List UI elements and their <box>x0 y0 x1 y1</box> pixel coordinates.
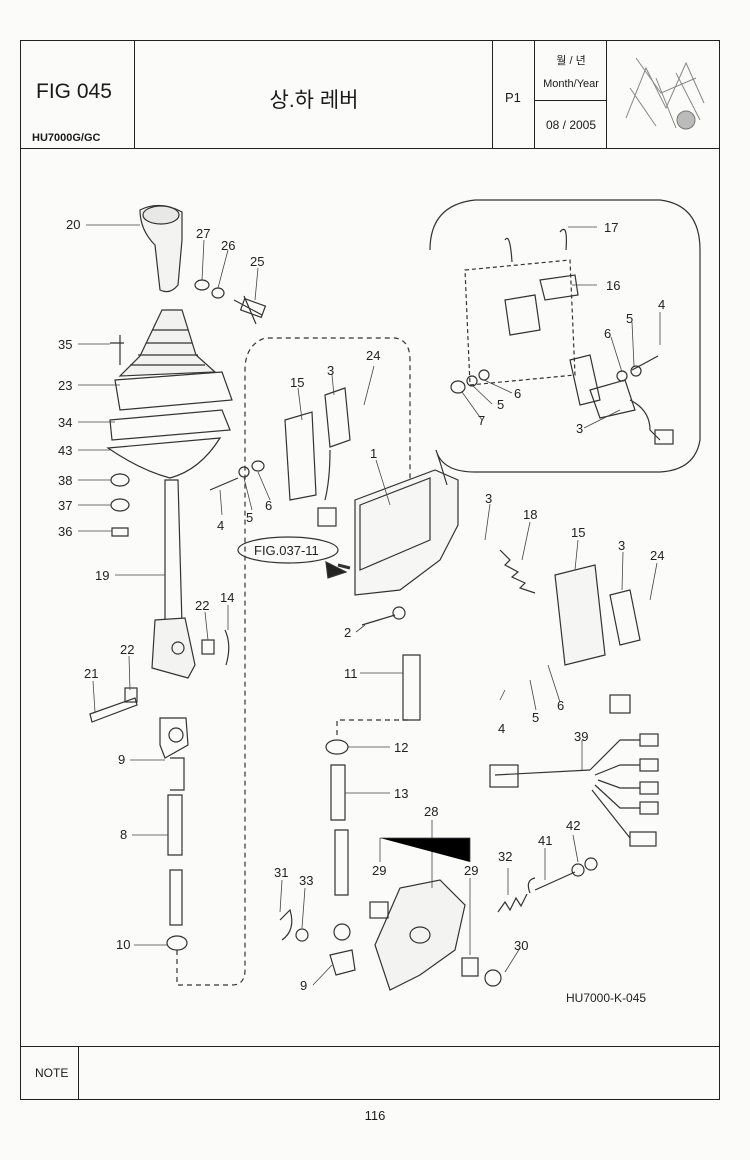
part-label: 35 <box>58 337 72 352</box>
part-label: 39 <box>574 729 588 744</box>
figure-number: FIG 045 <box>36 80 112 103</box>
part-label: 11 <box>344 666 358 681</box>
part-label: 3 <box>327 363 334 378</box>
part-label: 32 <box>498 849 512 864</box>
part-number-labels: 20 27 26 25 35 23 34 43 38 37 36 19 22 1… <box>58 217 665 993</box>
month-year-korean: 월 / 년 <box>556 55 586 67</box>
part-label: 10 <box>116 937 130 952</box>
month-year-label: Month/Year <box>543 78 599 90</box>
part-label: 8 <box>120 827 127 842</box>
part-label: 16 <box>606 278 620 293</box>
part-label: 34 <box>58 415 72 430</box>
part-label: 19 <box>95 568 109 583</box>
part-label: 12 <box>394 740 408 755</box>
part-label: 18 <box>523 507 537 522</box>
part-label: 36 <box>58 524 72 539</box>
part-label: 15 <box>571 525 585 540</box>
fig-cell <box>20 40 135 149</box>
part-label: 5 <box>626 311 633 326</box>
part-label: 6 <box>557 698 564 713</box>
part-label: 22 <box>195 598 209 613</box>
part-label: 3 <box>576 421 583 436</box>
part-label: 38 <box>58 473 72 488</box>
note-divider <box>20 1046 720 1047</box>
part-label: 5 <box>532 710 539 725</box>
part-label: 6 <box>604 326 611 341</box>
note-cell-divider <box>78 1046 79 1100</box>
part-label: 14 <box>220 590 234 605</box>
date-cell <box>535 40 607 149</box>
part-label: 9 <box>118 752 125 767</box>
part-label: 33 <box>299 873 313 888</box>
page-code: P1 <box>505 90 521 105</box>
model-name: HU7000G/GC <box>32 132 101 144</box>
part-label: 21 <box>84 666 98 681</box>
part-label: 1 <box>370 446 377 461</box>
header-divider <box>20 148 720 149</box>
part-label: 4 <box>217 518 224 533</box>
part-label: 42 <box>566 818 580 833</box>
part-label: 5 <box>497 397 504 412</box>
page-number: 116 <box>364 1108 386 1123</box>
page-code-cell <box>493 40 535 149</box>
drawing-code: HU7000-K-045 <box>566 991 646 1005</box>
part-label: 22 <box>120 642 134 657</box>
part-label: 37 <box>58 498 72 513</box>
part-label: 24 <box>366 348 380 363</box>
part-label: 25 <box>250 254 264 269</box>
part-label: 43 <box>58 443 72 458</box>
part-label: 5 <box>246 510 253 525</box>
part-label: 4 <box>658 297 665 312</box>
part-label: 6 <box>514 386 521 401</box>
note-label: NOTE <box>35 1066 69 1080</box>
date-divider <box>535 100 607 101</box>
part-label: 29 <box>464 863 478 878</box>
part-label: 20 <box>66 217 80 232</box>
part-label: 3 <box>485 491 492 506</box>
part-label: 9 <box>300 978 307 993</box>
part-label: 6 <box>265 498 272 513</box>
page-title: 상.하 레버 <box>269 89 359 112</box>
part-label: 41 <box>538 833 552 848</box>
part-label: 27 <box>196 226 210 241</box>
company-logo-image <box>616 48 712 142</box>
part-label: 23 <box>58 378 72 393</box>
part-label: 31 <box>274 865 288 880</box>
part-label: 2 <box>344 625 351 640</box>
part-label: 13 <box>394 786 408 801</box>
part-label: 29 <box>372 863 386 878</box>
page-frame <box>20 40 720 1100</box>
part-label: 15 <box>290 375 304 390</box>
revision-date: 08 / 2005 <box>545 118 597 132</box>
part-label: 7 <box>478 413 485 428</box>
part-label: 30 <box>514 938 528 953</box>
figure-reference: FIG.037-11 <box>254 543 319 558</box>
part-label: 17 <box>604 220 618 235</box>
part-label: 26 <box>221 238 235 253</box>
part-label: 3 <box>618 538 625 553</box>
part-label: 4 <box>498 721 505 736</box>
part-label: 28 <box>424 804 438 819</box>
title-cell <box>135 40 493 149</box>
part-label: 24 <box>650 548 664 563</box>
